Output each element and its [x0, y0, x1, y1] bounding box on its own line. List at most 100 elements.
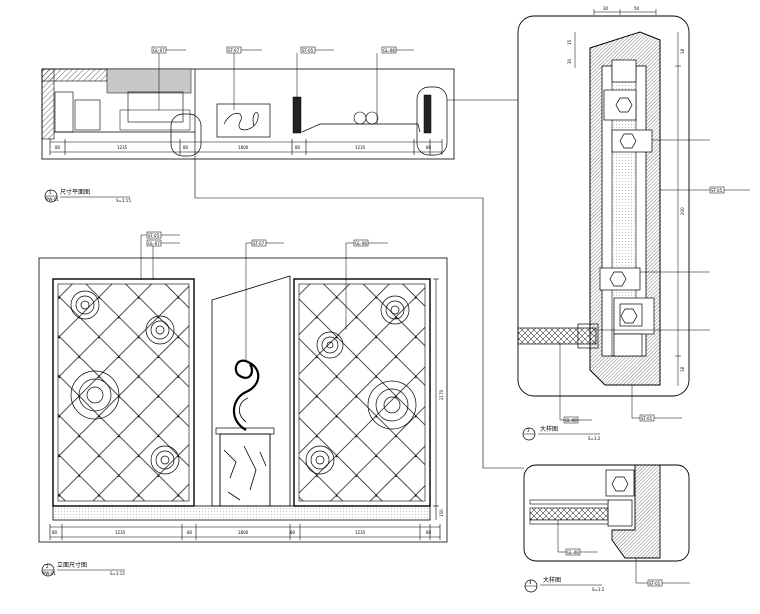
plan-badge-num: 1	[49, 190, 52, 195]
detail-a-title: 大样图	[540, 425, 558, 433]
detail-b-title-block: 4 大样图 S=1:2	[524, 576, 605, 593]
detail-a-top-dim-1: 50	[634, 6, 640, 11]
elevation-badge-num: 2	[46, 564, 49, 569]
plan-tag-2: ST-05	[302, 48, 314, 53]
flower-4	[150, 445, 180, 475]
plan-title-block: 1 PW-01 尺寸平面图 S=1:15	[44, 188, 131, 203]
plan-furniture-b	[74, 99, 101, 131]
detail-a-hardware	[599, 59, 655, 357]
plan-furniture-d	[119, 109, 191, 131]
elevation-dim-labels: 80 1235 80 1800 80 1235 80	[52, 530, 432, 535]
elevation-base	[52, 505, 431, 521]
detail-b-stone	[611, 464, 661, 559]
elevation-frame	[38, 257, 448, 543]
detail-b-panel-2	[529, 507, 609, 521]
detail-a-frame	[517, 15, 690, 397]
plan-tag-1: ST-07	[228, 48, 240, 53]
plan-view: 80 1235 80 1800 80 1235 80 GL-07 ST-07 S…	[41, 46, 455, 203]
detail-a-title-block: 3 大样图 S=1:2	[522, 425, 601, 441]
plan-dim-5: 1235	[355, 145, 366, 150]
plan-dim-3: 1800	[238, 145, 249, 150]
elevation-badge-sheet: PW-01	[43, 571, 56, 576]
detail-b-panel-3	[529, 519, 609, 525]
plan-post	[292, 96, 302, 134]
detail-b-hardware	[605, 469, 635, 497]
elev-tag-1: GL-07	[148, 241, 160, 246]
sculpture-inner	[239, 397, 249, 423]
plan-circle-b	[365, 111, 379, 125]
detail-a-tag-2: ST-05	[641, 416, 653, 421]
elev-dim-1: 1235	[115, 530, 126, 535]
plan-right-post	[423, 94, 432, 134]
elevation-scale: S=1:15	[110, 571, 125, 576]
flower-1	[70, 290, 100, 320]
elev-tag-2: ST-07	[253, 241, 265, 246]
elev-right-dim-1: 150	[439, 509, 444, 517]
flower-2	[145, 315, 175, 345]
flower-5	[380, 295, 410, 325]
detail-a-scale: S=1:2	[588, 436, 601, 441]
flower-3	[70, 370, 120, 420]
elev-dim-2: 80	[187, 530, 193, 535]
detail-b-panel-1	[529, 499, 609, 505]
flower-8	[305, 445, 335, 475]
plan-badge-sheet: PW-01	[46, 197, 59, 202]
plan-dim-6: 80	[426, 145, 432, 150]
detail-a-view: 30 50 15 30 18 200	[517, 6, 750, 441]
detail-a-right-dim-0: 18	[680, 48, 685, 54]
elev-dim-3: 1800	[238, 530, 249, 535]
detail-a-tag-0: ST-05	[711, 188, 723, 193]
flower-ornaments	[70, 290, 417, 475]
plan-dim-0: 80	[55, 145, 61, 150]
flower-7	[367, 380, 417, 430]
elevation-title: 立面尺寸图	[57, 561, 87, 569]
plan-tags: GL-07 ST-07 ST-05 GL-08	[151, 46, 414, 124]
detail-a-clip	[577, 323, 599, 349]
plan-right-panel	[301, 123, 421, 133]
plan-dim-ticks	[49, 139, 443, 155]
plan-tag-3: GL-08	[383, 48, 395, 53]
plan-top-wall	[41, 68, 108, 82]
detail-b-scale: S=1:2	[592, 587, 605, 592]
plan-scale: S=1:15	[116, 198, 131, 203]
pedestal	[219, 433, 271, 507]
plan-furniture-a	[54, 91, 74, 133]
detail-b-view: GL-08 ST-05 4 大样图 S=1:2	[523, 464, 690, 593]
elev-tag-3: GL-08	[355, 241, 367, 246]
detail-a-badge-num: 3	[527, 428, 530, 433]
detail-b-tag-0: GL-08	[567, 550, 579, 555]
elevation-dim-ticks	[49, 524, 441, 540]
elev-dim-4: 80	[290, 530, 296, 535]
plan-artwork-frame	[216, 103, 271, 138]
sculpture	[232, 359, 260, 431]
pedestal-marble	[223, 445, 267, 501]
detail-a-leaders	[559, 139, 710, 421]
elev-tag-0: ST-05	[148, 233, 160, 238]
plan-gray-zone	[106, 68, 192, 94]
elevation-left-panel	[57, 283, 190, 502]
plan-title: 尺寸平面图	[60, 188, 90, 196]
detail-b-badge-num: 4	[529, 580, 532, 585]
elevation-tags: ST-05 GL-07 ST-07 GL-08	[140, 231, 388, 360]
plan-dim-2: 80	[183, 145, 189, 150]
detail-b-tag-1: ST-05	[649, 581, 661, 586]
connectors	[194, 99, 524, 469]
detail-a-right-dim-2: 18	[680, 366, 685, 372]
plan-artwork-curve	[223, 112, 259, 131]
detail-a-tag-1: GL-08	[565, 418, 577, 423]
detail-a-side-dim-1: 30	[567, 58, 572, 64]
detail-b-clip	[607, 499, 633, 527]
plan-dim-labels: 80 1235 80 1800 80 1235 80	[55, 145, 432, 150]
plan-circle-a	[353, 111, 367, 125]
elev-right-dim-0: 2170	[439, 389, 444, 400]
plan-callout-left	[170, 113, 202, 157]
elevation-right-panel	[298, 283, 426, 502]
flower-6	[316, 331, 344, 359]
plan-callout-right	[416, 86, 448, 156]
elev-dim-6: 80	[426, 530, 432, 535]
elev-dim-0: 80	[52, 530, 58, 535]
detail-a-right-dim-1: 200	[680, 207, 685, 215]
detail-b-nut	[611, 476, 629, 492]
detail-b-title: 大样图	[543, 576, 561, 584]
